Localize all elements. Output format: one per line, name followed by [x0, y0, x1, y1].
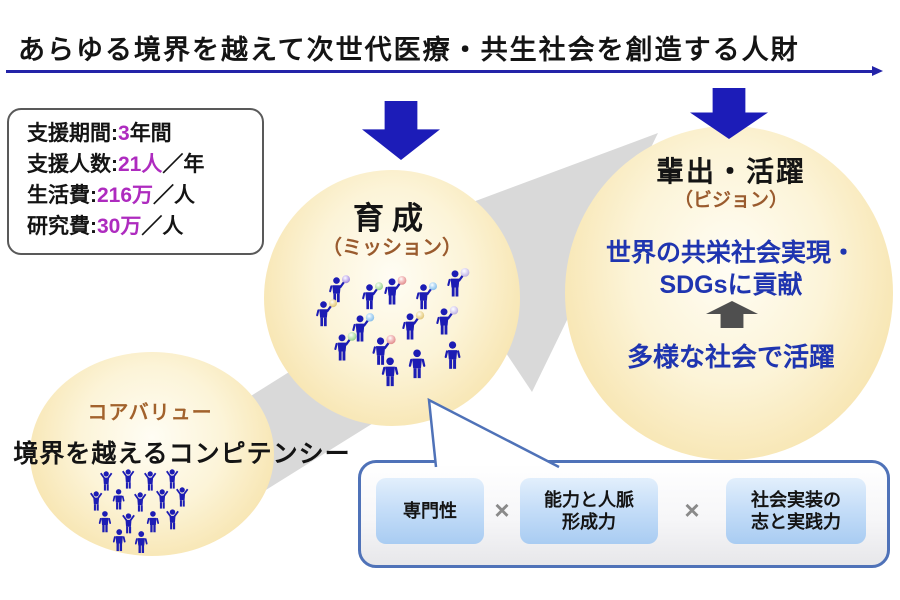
support-row-living-cost: 生活費:216万／人	[27, 180, 262, 211]
support-row-value: 30万	[97, 215, 142, 238]
vision-circle	[565, 126, 893, 460]
support-row-label: 生活費:	[27, 184, 97, 207]
title-underline	[6, 70, 874, 73]
multiply-sign: ×	[684, 495, 700, 525]
vision-subtitle: （ビジョン）	[673, 190, 788, 211]
multiply-sign: ×	[494, 495, 510, 525]
crowd-with-balloons-icon	[315, 267, 470, 387]
vision-outcome: 多様な社会で活躍	[626, 342, 835, 372]
support-row-value: 21人	[118, 153, 163, 176]
formula-item-implementation: 社会実装の 志と実践力	[726, 478, 866, 544]
page-title: あらゆる境界を越えて次世代医療・共生社会を創造する人財	[18, 35, 800, 65]
support-row-label: 研究費:	[27, 215, 97, 238]
vision-goal-line2: SDGsに貢献	[659, 271, 803, 299]
title-underline-arrow-icon	[872, 66, 883, 76]
support-row-suffix: ／年	[162, 153, 205, 176]
support-row-research-cost: 研究費:30万／人	[27, 211, 262, 242]
support-row-label: 支援人数:	[27, 153, 118, 176]
formula-item-label: 社会実装の 志と実践力	[751, 489, 841, 533]
formula-item-label: 専門性	[403, 500, 457, 521]
support-info-box: 支援期間:3年間 支援人数:21人／年 生活費:216万／人 研究費:30万／人	[7, 108, 264, 255]
core-value-title: 境界を越えるコンピテンシー	[13, 440, 351, 468]
formula-item-expertise: 専門性	[376, 478, 484, 544]
support-row-suffix: ／人	[153, 184, 196, 207]
support-row-people: 支援人数:21人／年	[27, 149, 262, 180]
mission-subtitle: （ミッション）	[322, 237, 462, 259]
support-row-period: 支援期間:3年間	[27, 118, 262, 149]
mission-title: 育成	[353, 201, 431, 236]
support-row-suffix: 年間	[129, 122, 172, 145]
formula-item-label: 能力と人脈 形成力	[544, 489, 634, 533]
vision-title: 輩出・活躍	[655, 156, 806, 187]
formula-item-network: 能力と人脈 形成力	[520, 478, 658, 544]
vision-goal-line1: 世界の共栄社会実現・	[605, 239, 856, 267]
support-row-value: 3	[118, 122, 130, 145]
support-row-value: 216万	[97, 184, 154, 207]
core-value-label: コアバリュー	[87, 402, 213, 424]
support-row-label: 支援期間:	[27, 122, 118, 145]
support-row-suffix: ／人	[141, 215, 184, 238]
